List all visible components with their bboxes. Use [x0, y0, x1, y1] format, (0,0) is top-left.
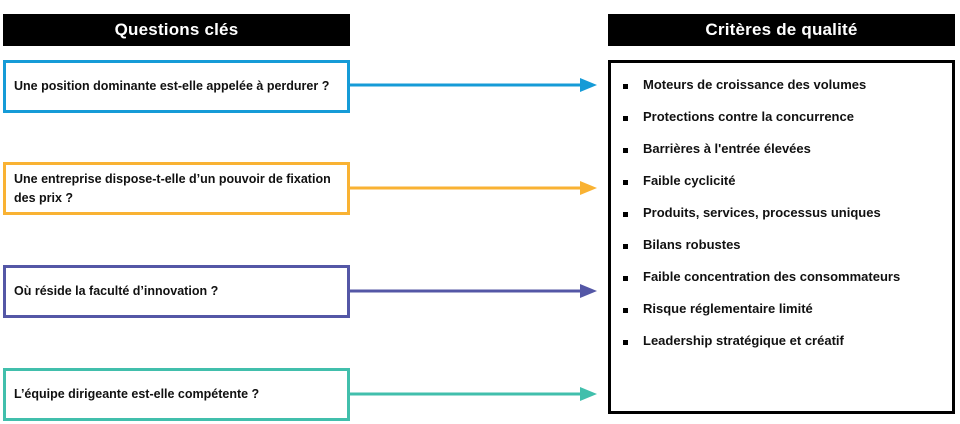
bullet-square-icon: [623, 180, 628, 185]
criteria-label: Faible concentration des consommateurs: [643, 269, 901, 284]
connector-arrow-1: [350, 78, 597, 92]
bullet-square-icon: [623, 84, 628, 89]
connector-arrow-3: [350, 284, 597, 298]
bullet-square-icon: [623, 276, 628, 281]
connector-arrow-2: [350, 181, 597, 195]
criteria-label: Bilans robustes: [643, 237, 741, 252]
criteria-label: Protections contre la concurrence: [643, 109, 854, 124]
list-item: Moteurs de croissance des volumes: [623, 77, 942, 109]
list-item: Risque réglementaire limité: [623, 301, 942, 333]
criteria-column-header-label: Critères de qualité: [705, 20, 858, 39]
list-item: Faible concentration des consommateurs: [623, 269, 942, 301]
question-box-1-label: Une position dominante est-elle appelée …: [14, 79, 330, 94]
list-item: Faible cyclicité: [623, 173, 942, 205]
question-box-2-label: Une entreprise dispose-t-elle d’un pouvo…: [14, 172, 331, 205]
list-item: Leadership stratégique et créatif: [623, 333, 942, 365]
criteria-label: Produits, services, processus uniques: [643, 205, 881, 220]
bullet-square-icon: [623, 308, 628, 313]
criteria-column-header: Critères de qualité: [608, 14, 955, 46]
question-box-4-label: L’équipe dirigeante est-elle compétente …: [14, 387, 260, 402]
question-box-3[interactable]: Où réside la faculté d’innovation ?: [3, 265, 350, 318]
list-item: Bilans robustes: [623, 237, 942, 269]
questions-column-header-label: Questions clés: [114, 20, 239, 39]
criteria-label: Moteurs de croissance des volumes: [643, 77, 867, 92]
list-item: Produits, services, processus uniques: [623, 205, 942, 237]
question-box-2[interactable]: Une entreprise dispose-t-elle d’un pouvo…: [3, 162, 350, 215]
questions-column-header: Questions clés: [3, 14, 350, 46]
list-item: Barrières à l'entrée élevées: [623, 141, 942, 173]
bullet-square-icon: [623, 116, 628, 121]
criteria-label: Barrières à l'entrée élevées: [643, 141, 811, 156]
bullet-square-icon: [623, 212, 628, 217]
list-item: Protections contre la concurrence: [623, 109, 942, 141]
bullet-square-icon: [623, 148, 628, 153]
criteria-label: Faible cyclicité: [643, 173, 736, 188]
question-box-4[interactable]: L’équipe dirigeante est-elle compétente …: [3, 368, 350, 421]
criteria-panel: Moteurs de croissance des volumes Protec…: [608, 60, 955, 414]
bullet-square-icon: [623, 244, 628, 249]
question-box-3-label: Où réside la faculté d’innovation ?: [14, 284, 219, 299]
criteria-label: Risque réglementaire limité: [643, 301, 813, 316]
question-box-1[interactable]: Une position dominante est-elle appelée …: [3, 60, 350, 113]
connector-arrow-4: [350, 387, 597, 401]
bullet-square-icon: [623, 340, 628, 345]
criteria-label: Leadership stratégique et créatif: [643, 333, 844, 348]
